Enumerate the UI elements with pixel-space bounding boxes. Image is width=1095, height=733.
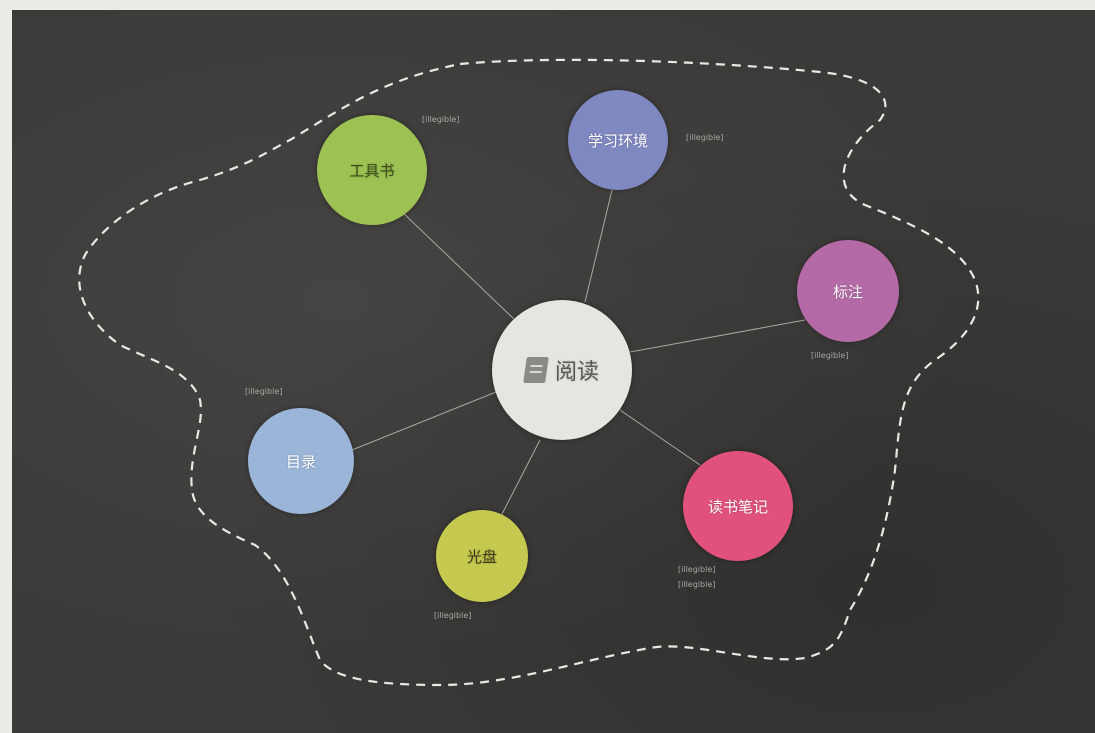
- note-mulu: [illegible]: [245, 387, 283, 396]
- node-mulu: 目录: [248, 408, 354, 514]
- node-label-gongjushu: 工具书: [349, 161, 395, 180]
- node-gongjushu: 工具书: [317, 115, 427, 225]
- connector-xuexihuanjing: [584, 189, 613, 303]
- connector-guangpan: [499, 439, 541, 519]
- note-gongjushu: [illegible]: [422, 115, 460, 124]
- node-guangpan: 光盘: [436, 510, 528, 602]
- center-label: 阅读: [554, 360, 599, 385]
- node-label-guangpan: 光盘: [466, 547, 497, 566]
- note-guangpan: [illegible]: [434, 611, 472, 620]
- node-label-dushubiji: 读书笔记: [707, 497, 768, 516]
- connector-gongjushu: [399, 209, 516, 321]
- node-dushubiji: 读书笔记: [683, 451, 793, 561]
- note-xuexihuanjing: [illegible]: [686, 133, 724, 142]
- connector-dushubiji: [619, 409, 701, 466]
- node-label-mulu: 目录: [285, 452, 316, 471]
- connector-mulu: [351, 391, 497, 451]
- note-dushubiji-line1: [illegible]: [678, 565, 716, 574]
- node-label-xuexihuanjing: 学习环境: [587, 131, 648, 150]
- node-xuexihuanjing: 学习环境: [568, 90, 668, 190]
- book-icon: [523, 357, 549, 383]
- node-label-biaozhu: 标注: [832, 282, 863, 301]
- connector-biaozhu: [629, 319, 806, 353]
- node-biaozhu: 标注: [797, 240, 899, 342]
- note-biaozhu: [illegible]: [811, 351, 849, 360]
- note-dushubiji-line2: [illegible]: [678, 580, 716, 589]
- center-node: 阅读: [492, 300, 632, 440]
